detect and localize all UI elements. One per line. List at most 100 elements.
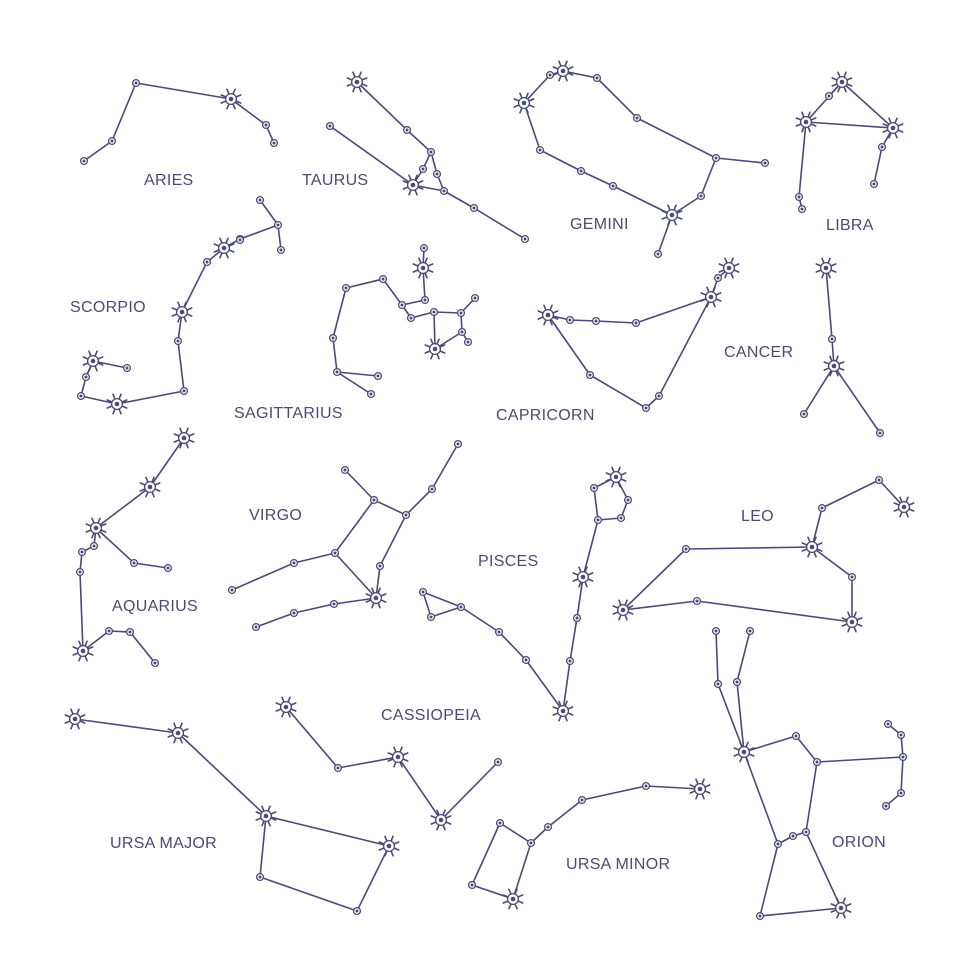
star-ray xyxy=(807,551,811,558)
star-ray xyxy=(525,107,529,114)
star-ray xyxy=(835,355,839,362)
capricorn-star xyxy=(713,273,723,283)
star-ray xyxy=(821,257,825,264)
star-ray xyxy=(564,700,568,707)
gemini-star-bright xyxy=(661,204,683,226)
star-core xyxy=(175,730,181,736)
taurus-star xyxy=(520,234,530,244)
star-core xyxy=(254,625,258,629)
star-ray xyxy=(836,897,840,904)
taurus-star xyxy=(402,125,412,135)
star-core xyxy=(803,119,809,125)
capricorn-star-bright xyxy=(718,257,740,279)
pisces-line xyxy=(460,606,500,633)
star-ray xyxy=(87,646,94,650)
ursa-major-star-bright xyxy=(255,805,277,827)
star-ray xyxy=(748,747,755,751)
star-ray xyxy=(185,442,189,449)
constellation-capricorn xyxy=(537,257,740,413)
virgo-line xyxy=(344,469,375,501)
star-ray xyxy=(88,350,92,357)
star-core xyxy=(430,487,434,491)
star-ray xyxy=(584,566,588,573)
star-ray xyxy=(94,350,98,357)
label-gemini: GEMINI xyxy=(570,216,629,233)
star-ray xyxy=(414,189,418,196)
star-ray xyxy=(801,111,805,118)
pisces-star xyxy=(521,655,531,665)
orion-star xyxy=(812,757,822,767)
scorpio-line xyxy=(277,224,282,251)
virgo-lines xyxy=(231,443,459,628)
star-core xyxy=(849,619,855,625)
capricorn-star xyxy=(631,318,641,328)
aries-line xyxy=(135,82,232,100)
star-ray xyxy=(82,362,89,366)
star-ray xyxy=(661,216,668,220)
sagittarius-line xyxy=(336,371,372,395)
label-leo: LEO xyxy=(741,508,774,525)
orion-line xyxy=(805,831,842,909)
star-core xyxy=(110,139,114,143)
star-ray xyxy=(701,778,705,785)
star-core xyxy=(258,875,262,879)
ursa-minor-star xyxy=(467,880,477,890)
pisces-line xyxy=(582,519,599,578)
star-ray xyxy=(841,617,848,621)
gemini-star xyxy=(696,191,706,201)
star-ray xyxy=(801,548,808,552)
star-ray xyxy=(748,753,755,757)
star-ray xyxy=(689,784,696,788)
star-ray xyxy=(795,117,802,121)
star-ray xyxy=(894,132,898,139)
star-ray xyxy=(807,536,811,543)
star-ray xyxy=(85,523,92,527)
capricorn-star xyxy=(585,370,595,380)
star-ray xyxy=(724,272,728,279)
star-ray xyxy=(154,488,161,492)
star-ray xyxy=(827,272,831,279)
libra-star-bright xyxy=(795,111,817,133)
star-ray xyxy=(72,646,79,650)
star-ray xyxy=(380,599,387,603)
star-ray xyxy=(188,439,195,443)
pisces-star xyxy=(494,627,504,637)
cancer-star-bright xyxy=(815,257,837,279)
star-ray xyxy=(502,900,509,904)
scorpio-star xyxy=(179,386,189,396)
label-cancer: CANCER xyxy=(724,344,793,361)
ursa-major-line xyxy=(259,815,267,878)
star-ray xyxy=(255,817,262,821)
star-ray xyxy=(232,88,236,95)
star-ray xyxy=(219,252,223,259)
star-core xyxy=(497,630,501,634)
sagittarius-stars xyxy=(328,243,480,399)
constellation-virgo xyxy=(227,439,463,632)
star-core xyxy=(279,248,283,252)
ursa-major-line xyxy=(177,732,267,817)
pisces-line xyxy=(498,631,527,661)
scorpio-line xyxy=(259,199,279,226)
star-ray xyxy=(502,894,509,898)
star-core xyxy=(619,516,623,520)
capricorn-line xyxy=(547,314,591,376)
scorpio-star xyxy=(273,220,283,230)
star-ray xyxy=(801,542,808,546)
label-ursa-major: URSA MAJOR xyxy=(110,835,217,852)
star-ray xyxy=(815,269,822,273)
star-ray xyxy=(442,824,446,831)
star-ray xyxy=(64,714,71,718)
gemini-star xyxy=(592,73,602,83)
star-core xyxy=(714,629,718,633)
pisces-star xyxy=(456,602,466,612)
star-ray xyxy=(846,83,853,87)
virgo-star xyxy=(227,585,237,595)
ursa-minor-star xyxy=(526,838,536,848)
sagittarius-star-bright xyxy=(412,257,434,279)
orion-line xyxy=(736,681,745,753)
star-core xyxy=(332,602,336,606)
star-core xyxy=(395,754,401,760)
star-core xyxy=(594,319,598,323)
star-ray xyxy=(739,741,743,748)
virgo-line xyxy=(405,488,433,516)
